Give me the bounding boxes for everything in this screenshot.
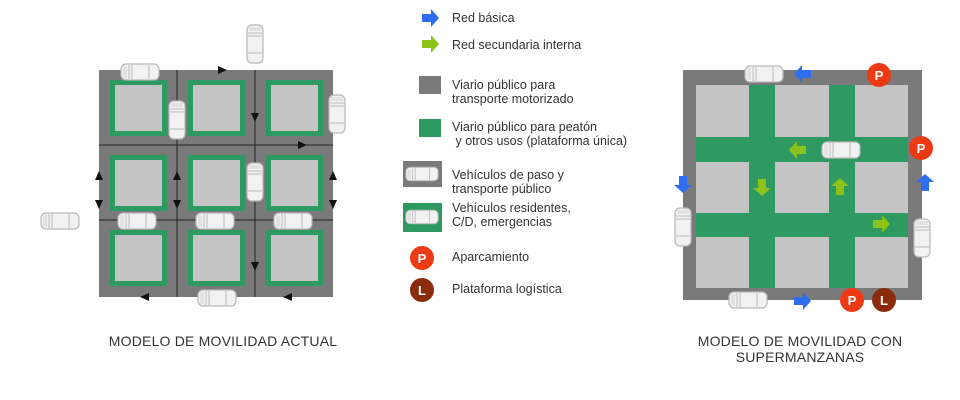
- city-block: [696, 237, 749, 288]
- car-gray-icon: [403, 161, 442, 187]
- city-block: [855, 85, 908, 137]
- car-icon: [674, 207, 692, 247]
- logistics-badge: L: [872, 288, 896, 312]
- legend-label-parking: Aparcamiento: [452, 250, 530, 264]
- direction-arrow-icon: [95, 200, 103, 209]
- green-arrow-icon: [422, 35, 439, 53]
- legend-label-resident-vehicles: Vehículos residentes,C/D, emergencias: [452, 201, 571, 229]
- legend-label-logistics: Plataforma logística: [452, 282, 562, 296]
- city-block: [855, 237, 908, 288]
- car-icon: [246, 162, 264, 202]
- direction-arrow-icon: [329, 200, 337, 209]
- current-mobility-diagram: [40, 24, 346, 307]
- city-block: [193, 235, 240, 281]
- logistics-icon: L: [410, 278, 434, 302]
- direction-arrow-icon: [283, 293, 292, 301]
- car-icon: [195, 212, 235, 230]
- caption-current-model: MODELO DE MOVILIDAD ACTUAL: [108, 333, 338, 349]
- car-green-icon: [403, 203, 442, 232]
- svg-text:P: P: [875, 68, 884, 83]
- car-icon: [120, 63, 160, 81]
- city-block: [271, 160, 318, 206]
- car-icon: [117, 212, 157, 230]
- gray-square-icon: [419, 76, 441, 94]
- legend-label-basic-network: Red básica: [452, 11, 515, 25]
- city-block: [775, 85, 829, 137]
- direction-arrow-icon: [173, 200, 181, 209]
- legend-icons: P L: [403, 9, 442, 302]
- car-icon: [913, 218, 931, 258]
- svg-text:P: P: [917, 141, 926, 156]
- svg-text:L: L: [880, 293, 888, 308]
- blue-arrow-icon: [422, 9, 439, 27]
- parking-badge: P: [840, 288, 864, 312]
- parking-badge: P: [867, 63, 891, 87]
- car-icon: [168, 100, 186, 140]
- direction-arrow-icon: [218, 66, 227, 74]
- direction-arrow-icon: [140, 293, 149, 301]
- car-icon: [246, 24, 264, 64]
- city-block: [696, 162, 749, 213]
- caption-superblock-model: MODELO DE MOVILIDAD CON SUPERMANZANAS: [697, 333, 903, 365]
- superblock-mobility-diagram: P P P L: [674, 63, 934, 312]
- legend-label-pedestrian-road: Viario público para peatón y otros usos …: [452, 120, 628, 148]
- legend-label-secondary-network: Red secundaria interna: [452, 38, 582, 52]
- parking-icon: P: [410, 246, 434, 270]
- city-block: [696, 85, 749, 137]
- car-icon: [821, 141, 861, 159]
- city-block: [115, 235, 162, 281]
- city-block: [271, 85, 318, 131]
- car-icon: [40, 212, 80, 230]
- city-block: [775, 237, 829, 288]
- city-block: [775, 162, 829, 213]
- city-block: [271, 235, 318, 281]
- direction-arrow-icon: [298, 141, 307, 149]
- direction-arrow-icon: [95, 171, 103, 180]
- car-icon: [744, 65, 784, 83]
- direction-arrow-icon: [251, 262, 259, 271]
- city-block: [855, 162, 908, 213]
- direction-arrow-icon: [173, 171, 181, 180]
- city-block: [115, 160, 162, 206]
- car-icon: [273, 212, 313, 230]
- city-block: [193, 85, 240, 131]
- car-icon: [197, 289, 237, 307]
- direction-arrow-icon: [329, 171, 337, 180]
- svg-text:P: P: [418, 251, 427, 266]
- svg-text:L: L: [418, 283, 426, 298]
- parking-badge: P: [909, 136, 933, 160]
- green-square-icon: [419, 119, 441, 137]
- direction-arrow-icon: [251, 113, 259, 122]
- svg-text:P: P: [848, 293, 857, 308]
- city-block: [115, 85, 162, 131]
- car-icon: [328, 94, 346, 134]
- city-block: [193, 160, 240, 206]
- car-icon: [728, 291, 768, 309]
